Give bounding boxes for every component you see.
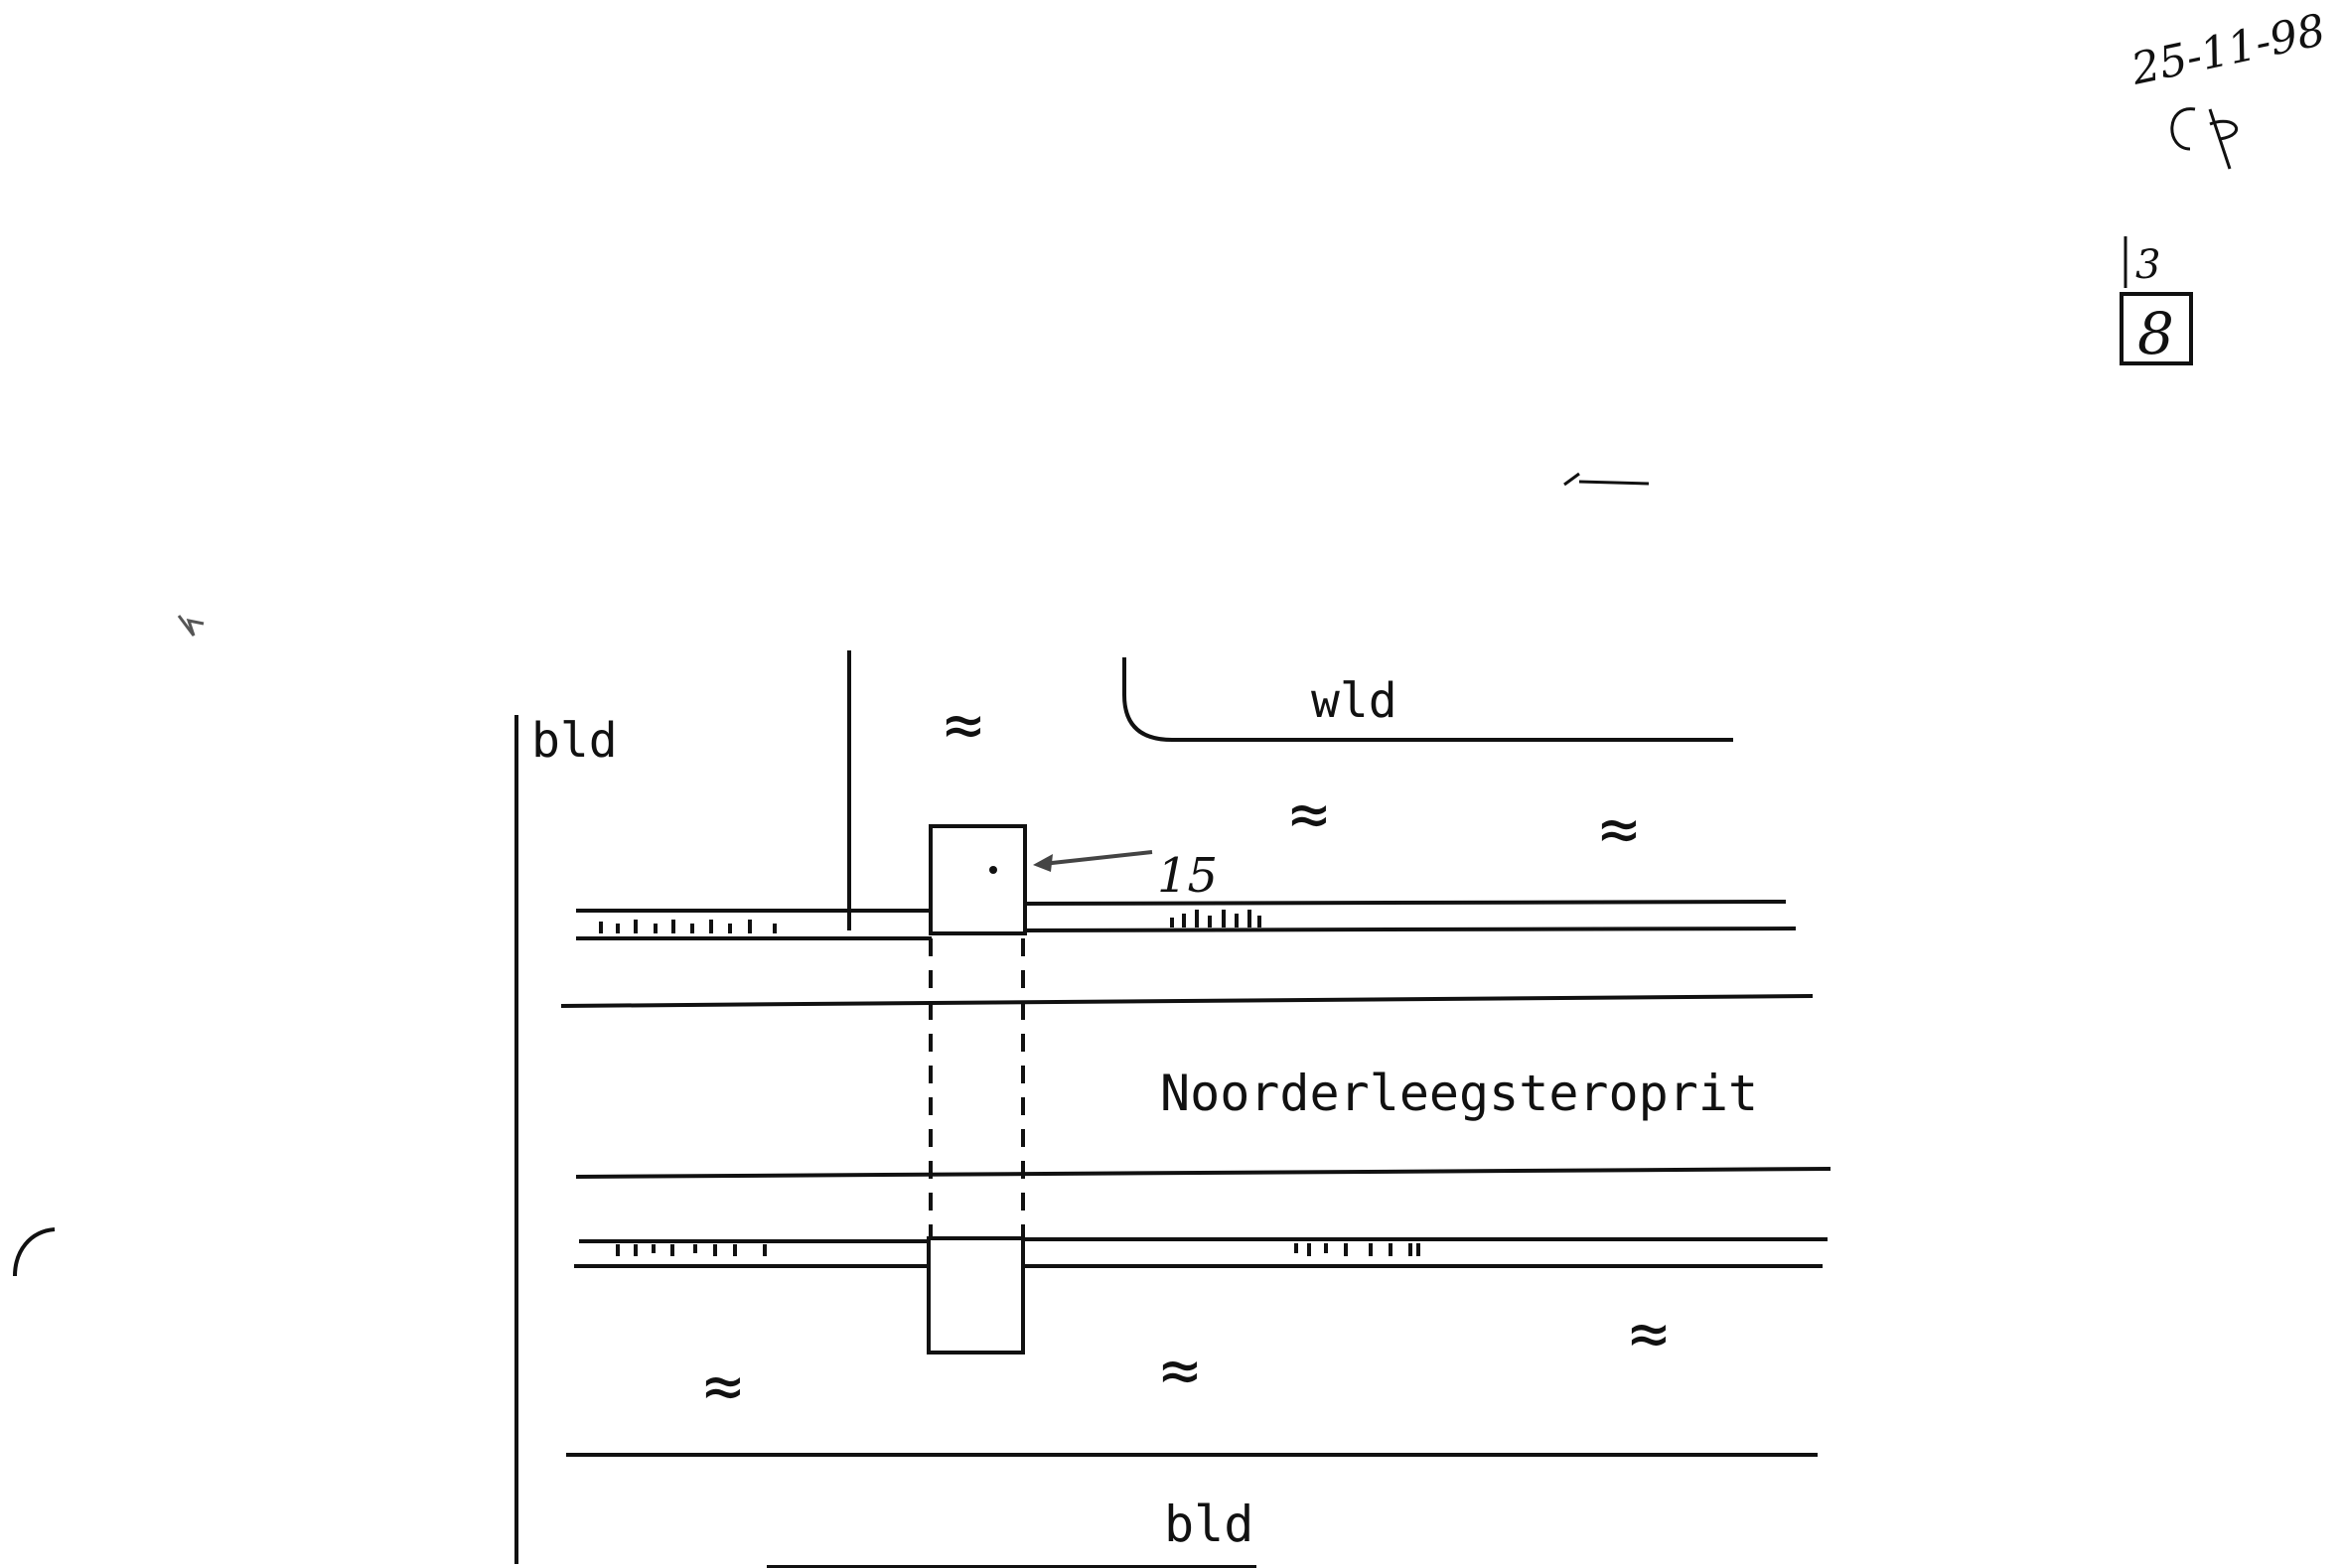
water-symbol: ≈ — [944, 686, 983, 763]
bld-label-top: bld — [531, 713, 618, 769]
point-number-label: 15 — [1157, 848, 1218, 904]
point-15-marker — [989, 866, 997, 874]
upper-verge-line-3 — [1022, 900, 1787, 906]
point-15-arrow — [1033, 850, 1153, 872]
water-symbol: ≈ — [703, 1348, 743, 1424]
water-symbols: ≈ ≈ ≈ ≈ ≈ ≈ — [703, 686, 1669, 1424]
scan-mark-tick — [1563, 472, 1650, 487]
road-name-label: Noorderleegsteroprit — [1160, 1065, 1758, 1122]
scan-mark-speck — [177, 615, 205, 637]
lower-hatch-left — [616, 1244, 767, 1256]
water-symbol: ≈ — [1599, 790, 1639, 867]
wld-boundary — [1122, 657, 1733, 742]
road-edge-top — [560, 994, 1814, 1008]
page-number-top: 3 — [2135, 242, 2160, 288]
water-symbol: ≈ — [1629, 1295, 1669, 1371]
road-edge-bottom — [575, 1167, 1831, 1179]
page-number-bottom: 8 — [2137, 300, 2174, 367]
upper-verge-line-4 — [1022, 927, 1797, 932]
bld-label-bottom: bld — [1164, 1496, 1253, 1553]
culvert-lower-box — [927, 1236, 1025, 1354]
upper-hatch-right — [1170, 910, 1261, 927]
lower-hatch-right — [1294, 1243, 1420, 1256]
wld-label: wld — [1311, 673, 1397, 729]
water-symbol: ≈ — [1289, 776, 1329, 852]
stamp-date: 25-11-98 — [2126, 5, 2330, 95]
initials-signature — [2170, 107, 2239, 170]
culvert-upper-box — [929, 824, 1027, 935]
scan-mark-arc — [13, 1227, 56, 1277]
handwritten-stamp: 25-11-98 3 8 — [2120, 5, 2330, 367]
water-symbol: ≈ — [1160, 1332, 1200, 1408]
upper-hatch-left — [599, 920, 777, 933]
page-number-box — [2120, 292, 2193, 365]
